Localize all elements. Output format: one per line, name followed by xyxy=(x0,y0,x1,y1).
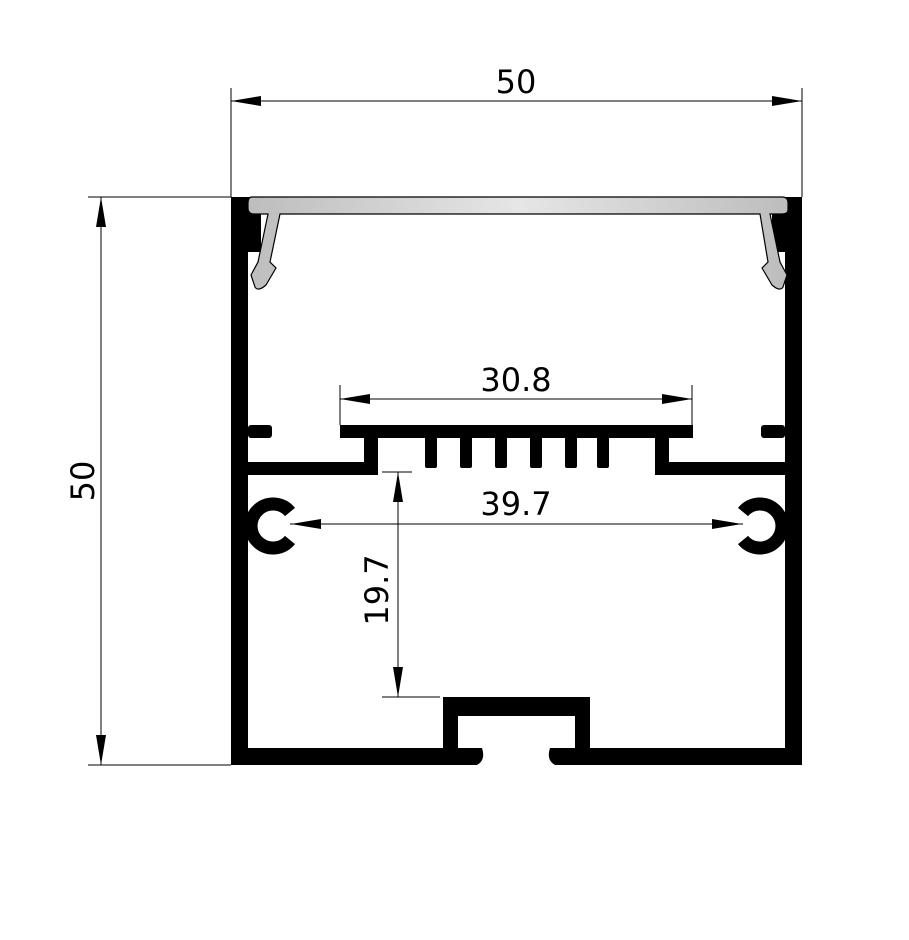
dim-base-offset: 19.7 xyxy=(358,554,396,625)
aluminium-profile xyxy=(231,197,802,765)
screw-clip-left xyxy=(244,497,296,555)
dimension-lines xyxy=(88,88,803,766)
diffuser-cover xyxy=(247,196,789,290)
screw-clip-right xyxy=(737,497,789,555)
dim-clip-span: 39.7 xyxy=(480,485,551,523)
dim-height-left: 50 xyxy=(64,461,102,502)
dim-width-top: 50 xyxy=(496,63,537,101)
dim-heatsink-width: 30.8 xyxy=(480,361,551,399)
dimension-arrows xyxy=(96,96,802,765)
